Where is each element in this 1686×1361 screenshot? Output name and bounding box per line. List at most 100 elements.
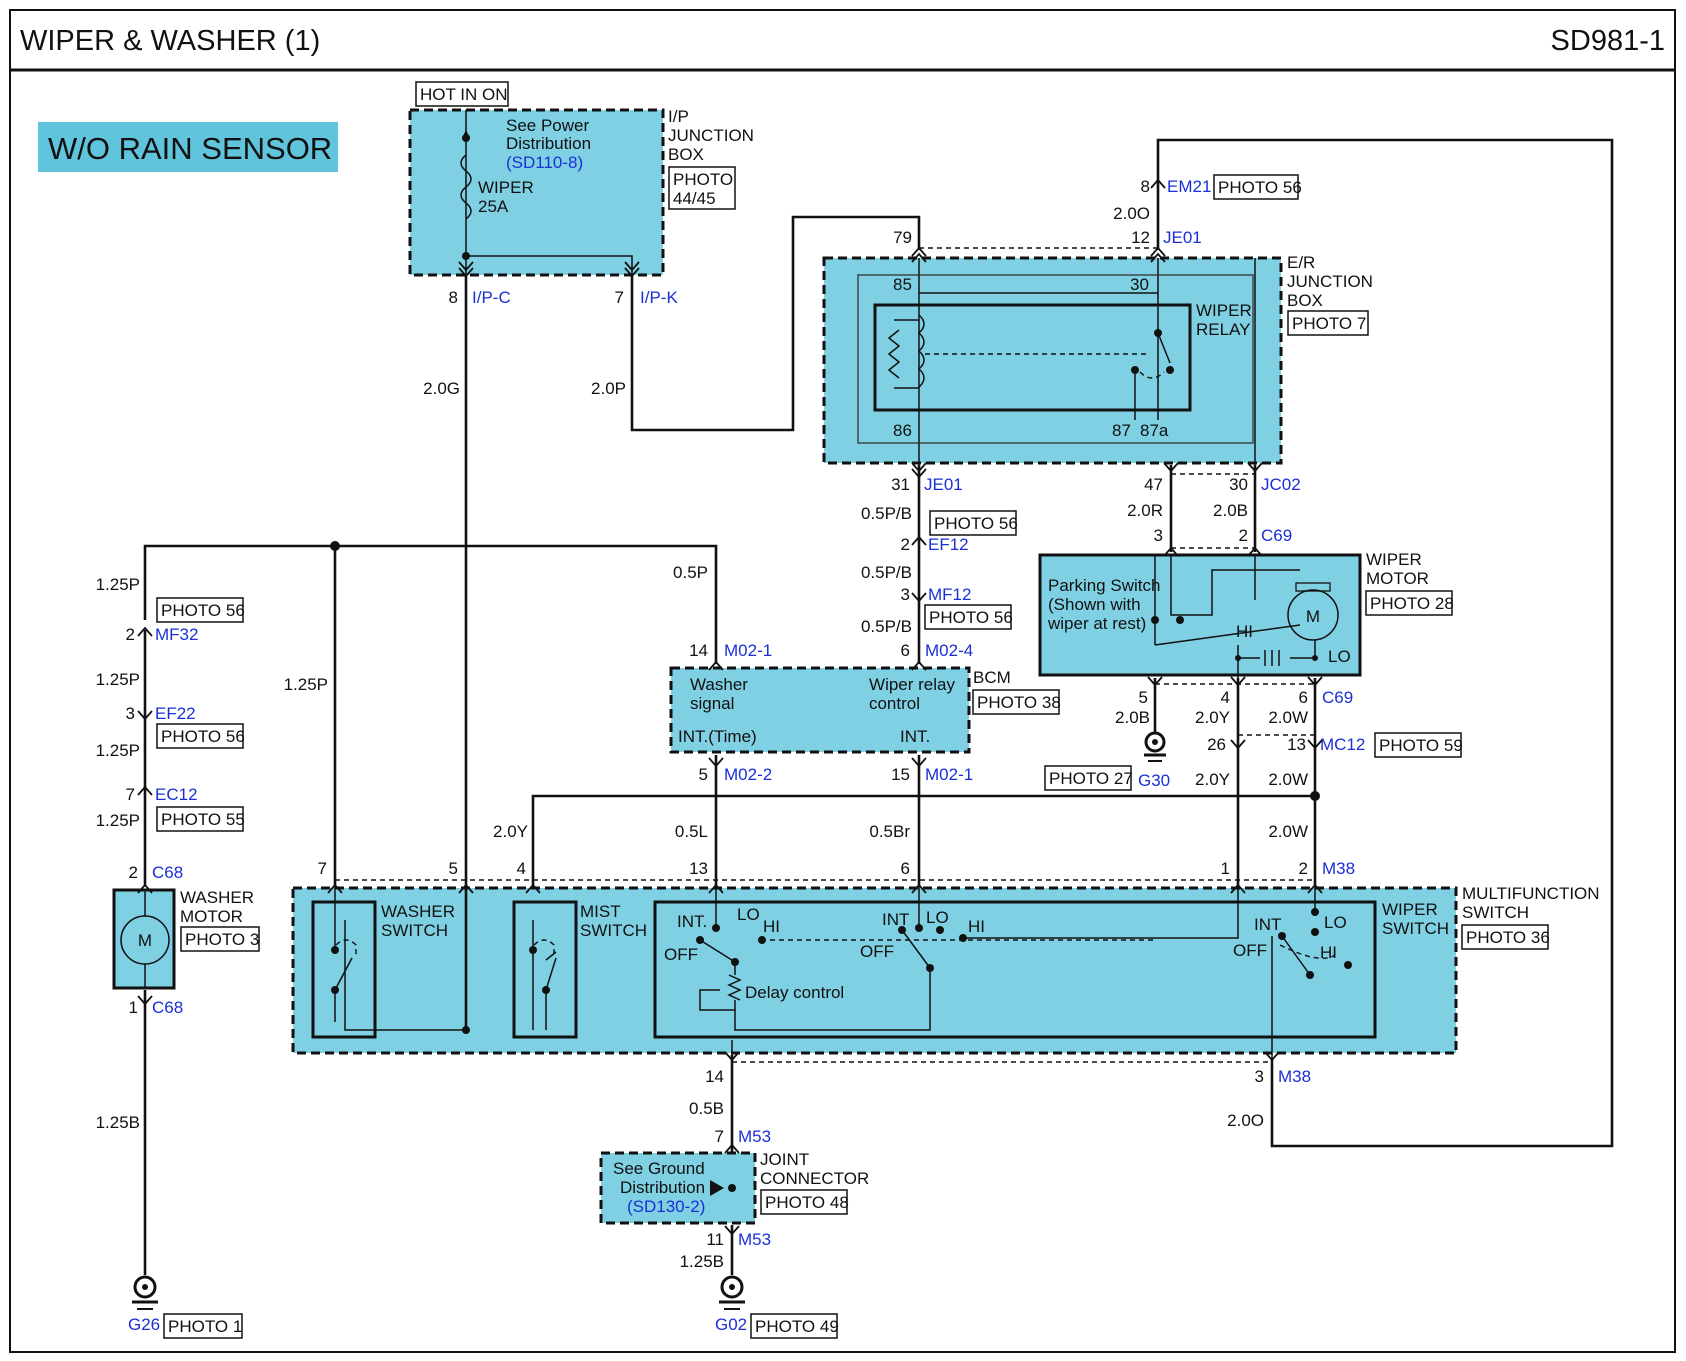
conn-mf12: MF12: [928, 585, 971, 604]
pin-30-jc02: 30: [1229, 475, 1248, 494]
mist-switch-contact: [529, 939, 557, 1030]
joint-name-2: CONNECTOR: [760, 1169, 869, 1188]
conn-c68-top: C68: [152, 863, 183, 882]
mc12-photo: PHOTO 59: [1379, 736, 1463, 755]
pin-26: 26: [1207, 735, 1226, 754]
wire-1-25b-left: 1.25B: [96, 1113, 140, 1132]
wire-1-25p-5: 1.25P: [284, 675, 328, 694]
joint-ref[interactable]: (SD130-2): [627, 1197, 705, 1216]
washer-motor-icon: [120, 890, 170, 988]
diagram-code: SD981-1: [1551, 25, 1665, 57]
hot-in-on-box: [415, 81, 509, 107]
conn-m02-1-top: M02-1: [724, 641, 772, 660]
g26-photo: PHOTO 1: [168, 1317, 242, 1336]
wiper-motor-hi: HI: [1236, 622, 1253, 641]
park-2: (Shown with: [1048, 595, 1141, 614]
ws-off-2: OFF: [860, 942, 894, 961]
pin-7-m53: 7: [715, 1127, 724, 1146]
ws-off: OFF: [664, 945, 698, 964]
wire-2-0p: 2.0P: [591, 379, 626, 398]
ipjb-name-3: BOX: [668, 145, 704, 164]
wire-0-5p: 0.5P: [673, 563, 708, 582]
wire-1-25b-joint: 1.25B: [680, 1252, 724, 1271]
wire-2-0r: 2.0R: [1127, 501, 1163, 520]
conn-m02-2: M02-2: [724, 765, 772, 784]
er-junction-box: [822, 256, 1283, 465]
wire-2-0b-relay: 2.0B: [1213, 501, 1248, 520]
pin-2-c69: 2: [1239, 526, 1248, 545]
conn-m38-top: M38: [1322, 859, 1355, 878]
joint-name-1: JOINT: [760, 1150, 809, 1169]
ipjb-photo-1: PHOTO: [673, 170, 733, 189]
ground-g30-icon: [1144, 731, 1166, 762]
wire-2-0y-2: 2.0Y: [1195, 770, 1230, 789]
mfs-pin-4: 4: [517, 859, 526, 878]
g30-photo: PHOTO 27: [1049, 769, 1133, 788]
conn-c68: C68: [152, 998, 183, 1017]
relay-name-1: WIPER: [1196, 301, 1252, 320]
mfs-name-2: SWITCH: [1462, 903, 1529, 922]
wiper-motor-photo-box: [1365, 590, 1453, 616]
wire-2-0b-ground: 2.0B: [1115, 708, 1150, 727]
bcm-relay-1: Wiper relay: [869, 675, 955, 694]
ef12-photo: PHOTO 56: [934, 514, 1018, 533]
wire-2-0g: 2.0G: [423, 379, 460, 398]
bcm-box: [669, 666, 971, 754]
washer-motor-name-2: MOTOR: [180, 907, 243, 926]
erjb-name-1: E/R: [1287, 253, 1315, 272]
wiper-relay-body: [873, 303, 1192, 412]
wire-2-0y-3: 2.0Y: [493, 822, 528, 841]
ec12-photo: PHOTO 55: [161, 810, 245, 829]
ipjb-ref[interactable]: (SD110-8): [506, 153, 583, 172]
wire-2-0w-1: 2.0W: [1268, 708, 1308, 727]
variant-label: W/O RAIN SENSOR: [48, 131, 332, 166]
ws-lo: LO: [737, 905, 760, 924]
wire-0-5pb-1: 0.5P/B: [861, 504, 912, 523]
pin-31-je01: 31: [891, 475, 910, 494]
pin-1-c68: 1: [129, 998, 138, 1017]
mfs-pin-7: 7: [318, 859, 327, 878]
ef22-photo-box: [156, 723, 244, 749]
relay-coil: [887, 314, 1150, 389]
pin-7-ipk: 7: [615, 288, 624, 307]
ground-g02: G02: [715, 1315, 747, 1334]
relay-pin-87a: 87a: [1140, 421, 1169, 440]
page-frame: [9, 9, 1676, 1353]
mist-switch-2: SWITCH: [580, 921, 647, 940]
mfs-pin-1: 1: [1221, 859, 1230, 878]
conn-m53-top: M53: [738, 1127, 771, 1146]
mfs-photo-box: [1461, 924, 1549, 950]
mfs-pin-13: 13: [689, 859, 708, 878]
bcm-name: BCM: [973, 668, 1011, 687]
pin-12-je01: 12: [1131, 228, 1150, 247]
pin-6-m02-4: 6: [901, 641, 910, 660]
ws-int-3: INT: [1254, 915, 1281, 934]
conn-ec12: EC12: [155, 785, 198, 804]
conn-c69: C69: [1322, 688, 1353, 707]
ws-delay: Delay control: [745, 983, 844, 1002]
wire-0-5pb-2: 0.5P/B: [861, 563, 912, 582]
erjb-photo-box: [1287, 310, 1369, 336]
wiper-motor-m: M: [1306, 607, 1320, 626]
conn-c69-top: C69: [1261, 526, 1292, 545]
washer-switch-contact: [331, 885, 357, 1022]
joint-arrow-icon: [710, 1180, 724, 1196]
mfs-pin-5: 5: [449, 859, 458, 878]
washer-motor-photo: PHOTO 3: [185, 930, 259, 949]
pin-6-c69: 6: [1299, 688, 1308, 707]
ipjb-see-2: Distribution: [506, 134, 591, 153]
ipjb-see-1: See Power: [506, 116, 589, 135]
relay-pin-86: 86: [893, 421, 912, 440]
wire-2-0w-2: 2.0W: [1268, 770, 1308, 789]
ipjb-photo-box: [668, 166, 736, 210]
washer-switch-body: [311, 900, 377, 1039]
wire-0-5b: 0.5B: [689, 1099, 724, 1118]
bcm-washer-1: Washer: [690, 675, 748, 694]
conn-m38: M38: [1278, 1067, 1311, 1086]
pin-7-ec12: 7: [126, 785, 135, 804]
diagram-title: WIPER & WASHER (1): [20, 25, 320, 57]
variant-label-bg: [38, 122, 338, 172]
wiper-switch-1: WIPER: [1382, 900, 1438, 919]
mfs-pin-6: 6: [901, 859, 910, 878]
pin-3-c69: 3: [1154, 526, 1163, 545]
